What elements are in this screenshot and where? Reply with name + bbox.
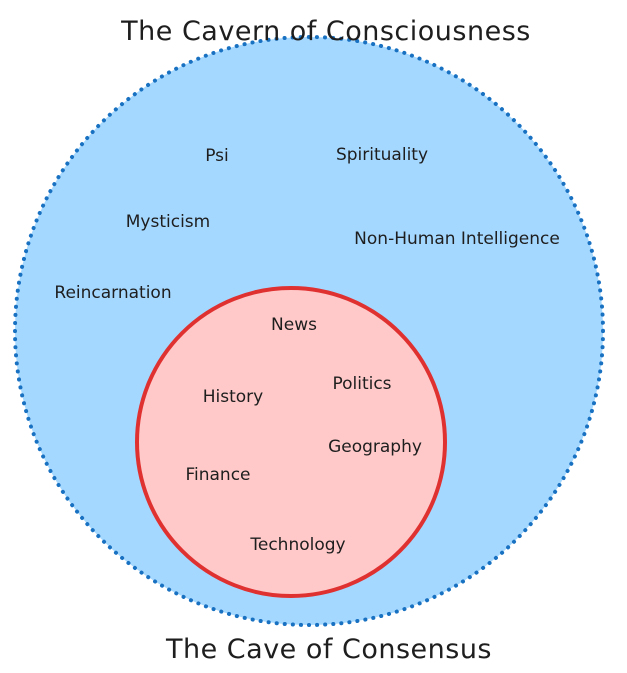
inner-item-politics: Politics: [332, 374, 391, 394]
outer-item-reincarnation: Reincarnation: [54, 283, 171, 303]
outer-item-psi: Psi: [205, 146, 229, 166]
inner-item-history: History: [203, 387, 263, 407]
inner-circle-cave-of-consensus: [135, 286, 447, 598]
outer-item-non-human-intelligence: Non-Human Intelligence: [354, 229, 560, 249]
outer-title: The Cavern of Consciousness: [120, 16, 531, 47]
inner-item-technology: Technology: [249, 535, 345, 555]
inner-item-geography: Geography: [328, 437, 422, 457]
inner-item-news: News: [271, 315, 317, 335]
inner-item-finance: Finance: [185, 465, 250, 485]
inner-title: The Cave of Consensus: [165, 634, 492, 665]
outer-item-mysticism: Mysticism: [126, 212, 210, 232]
outer-item-spirituality: Spirituality: [336, 145, 428, 165]
